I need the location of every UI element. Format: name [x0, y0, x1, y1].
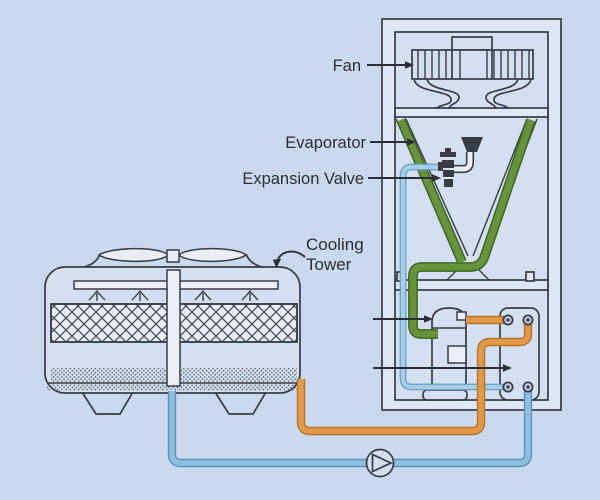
callout-arrows: [272, 61, 512, 372]
refrigerant-liquid-pipe: [399, 163, 504, 391]
fan-deck-shelf: [394, 107, 549, 118]
drip-tray-lip-right: [525, 271, 535, 282]
refrigerant-distributor: [461, 137, 483, 152]
pump: [365, 448, 395, 478]
spray-nozzles: [88, 289, 259, 301]
tower-left-leg: [81, 391, 134, 415]
hot-water-pipe: [296, 323, 533, 436]
chiller-unit: [381, 18, 562, 411]
cooling-tower-label-line1: Cooling: [306, 235, 364, 254]
expansion-valve: [438, 137, 483, 187]
cooling-tower-label-line2: Tower: [306, 255, 352, 274]
cooling-tower: [44, 247, 301, 415]
compressor: [422, 307, 468, 401]
drip-tray: [394, 279, 549, 291]
spray-riser-pipe: [166, 269, 181, 387]
tower-right-leg: [214, 391, 267, 415]
cold-water-pipe: [167, 391, 533, 468]
tower-fan-icon: [83, 247, 263, 268]
terminal-box: [447, 345, 467, 364]
evaporator-label: Evaporator: [285, 134, 366, 152]
fan-motor-cap: [451, 36, 493, 51]
compressor-base: [422, 389, 468, 401]
expansion-valve-label: Expansion Valve: [242, 170, 364, 188]
fan-bellmouth: [413, 78, 532, 110]
fan-label: Fan: [333, 57, 361, 75]
discharge-fitting: [456, 311, 467, 321]
cooling-tower-arrow: [277, 250, 306, 260]
condenser-ports: [502, 314, 534, 393]
